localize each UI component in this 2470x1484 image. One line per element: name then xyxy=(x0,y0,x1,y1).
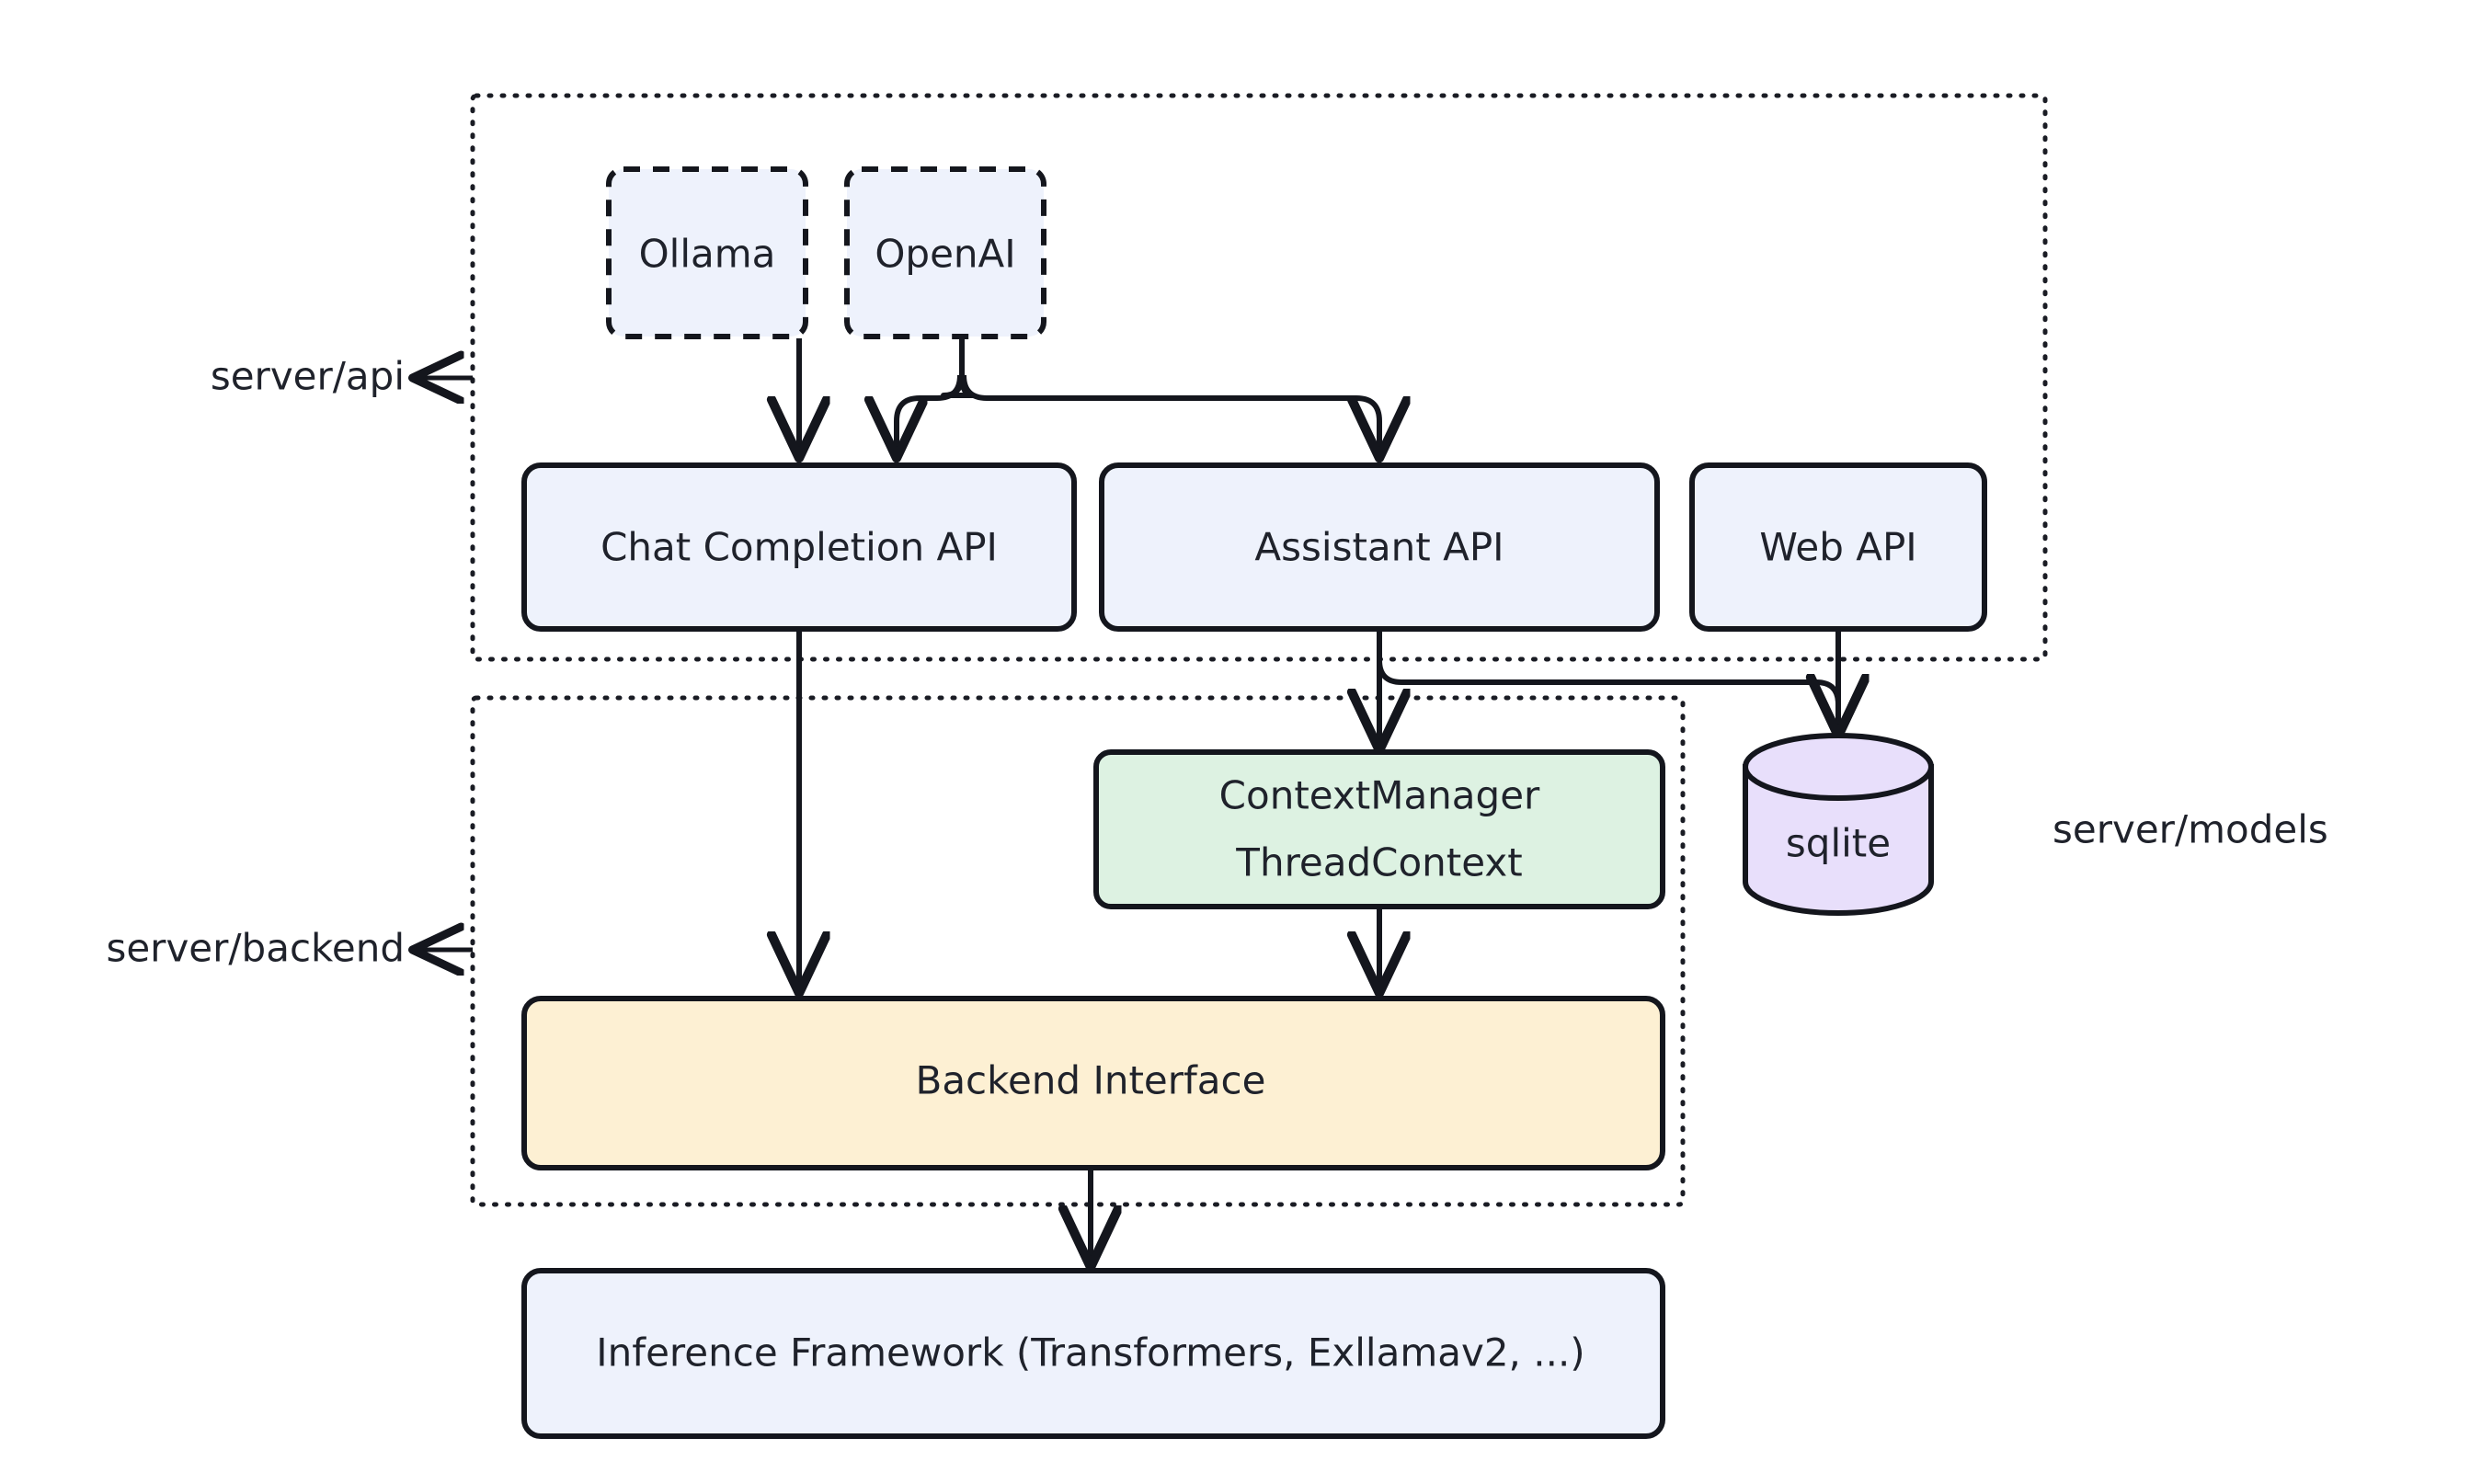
node-ollama[interactable]: Ollama xyxy=(606,166,808,339)
group-label-server-models-text: server/models xyxy=(2053,807,2328,852)
node-inference-framework-label: Inference Framework (Transformers, Exlla… xyxy=(596,1330,1584,1376)
node-openai-box[interactable] xyxy=(844,166,1046,339)
group-label-server-api-text: server/api xyxy=(211,354,405,399)
node-openai-label: OpenAI xyxy=(875,232,1015,277)
group-label-server-backend: server/backend xyxy=(106,926,473,971)
node-chat-completion-api-label: Chat Completion API xyxy=(600,525,998,570)
node-context-manager-box[interactable] xyxy=(1093,749,1665,909)
node-assistant-api-label: Assistant API xyxy=(1254,525,1504,570)
node-inference-framework[interactable]: Inference Framework (Transformers, Exlla… xyxy=(521,1268,1665,1439)
node-sqlite-body[interactable] xyxy=(1743,764,1934,916)
group-label-server-backend-text: server/backend xyxy=(106,926,405,971)
node-web-api-label: Web API xyxy=(1759,525,1916,570)
group-container-server-backend xyxy=(470,695,1686,1207)
edge-openai-branch-to-assistant-api xyxy=(961,374,1379,454)
node-chat-completion-api[interactable]: Chat Completion API xyxy=(521,462,1077,632)
edge-openai-branch-to-chat-api xyxy=(897,374,963,454)
node-sqlite[interactable]: sqlite xyxy=(1743,733,1934,916)
node-context-manager-label-line2: ThreadContext xyxy=(1235,840,1522,885)
edge-assistant-api-to-sqlite xyxy=(1377,629,1838,732)
node-backend-interface[interactable]: Backend Interface xyxy=(521,996,1665,1170)
node-sqlite-label: sqlite xyxy=(1786,821,1891,866)
node-sqlite-top xyxy=(1743,733,1934,801)
group-label-server-models: server/models xyxy=(2053,807,2328,852)
node-backend-interface-box[interactable] xyxy=(521,996,1665,1170)
node-ollama-box[interactable] xyxy=(606,166,808,339)
node-context-manager[interactable]: ContextManager ThreadContext xyxy=(1093,749,1665,909)
node-context-manager-label-line1: ContextManager xyxy=(1219,773,1540,818)
node-backend-interface-label: Backend Interface xyxy=(916,1058,1266,1103)
node-assistant-api-box[interactable] xyxy=(1099,462,1660,632)
node-ollama-label: Ollama xyxy=(639,232,776,277)
group-label-server-api: server/api xyxy=(211,354,473,399)
node-web-api[interactable]: Web API xyxy=(1689,462,1987,632)
node-chat-completion-api-box[interactable] xyxy=(521,462,1077,632)
node-web-api-box[interactable] xyxy=(1689,462,1987,632)
node-openai[interactable]: OpenAI xyxy=(844,166,1046,339)
node-inference-framework-box[interactable] xyxy=(521,1268,1665,1439)
node-assistant-api[interactable]: Assistant API xyxy=(1099,462,1660,632)
